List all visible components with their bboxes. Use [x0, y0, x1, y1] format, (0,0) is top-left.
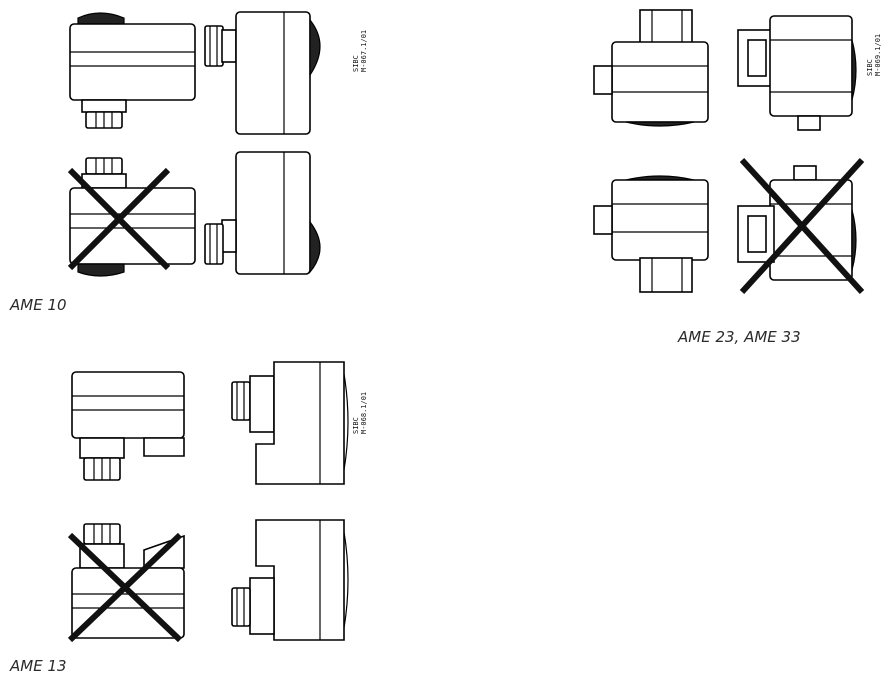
ame23-33-actuator-horizontal-front	[593, 175, 709, 293]
ame23-33-actuator-stem-left-front	[593, 9, 709, 127]
forbidden-cross-mark	[67, 532, 183, 643]
ame10-actuator-horizontal-side	[204, 151, 321, 275]
forbidden-cross-mark	[67, 167, 171, 271]
ame23-33-group: SIBC M-069.1/01	[593, 9, 882, 295]
ame10-group: SIBC M-067.1/01	[67, 11, 368, 277]
ame13-actuator-stem-down-side	[231, 361, 349, 485]
ame13-actuator-horizontal-side	[231, 519, 349, 641]
ame10-actuator-stem-down-front	[69, 12, 196, 129]
ame13-caption: AME 13	[10, 657, 67, 675]
ame23-33-caption: AME 23, AME 33	[678, 328, 801, 346]
ame10-drawing-code: SIBC M-067.1/01	[352, 30, 368, 72]
ame23-33-actuator-stem-left-side	[737, 15, 857, 131]
ame23-33-drawing-code: SIBC M-069.1/01	[866, 34, 882, 76]
ame13-actuator-stem-down-front	[71, 371, 185, 481]
ame13-drawing-code: SIBC M-068.1/01	[352, 392, 368, 434]
ame13-group: SIBC M-068.1/01	[67, 361, 368, 643]
ame10-actuator-stem-up-front	[69, 157, 196, 277]
forbidden-cross-mark	[739, 157, 865, 295]
ame10-caption: AME 10	[10, 296, 67, 314]
ame10-actuator-stem-down-side	[204, 11, 321, 135]
